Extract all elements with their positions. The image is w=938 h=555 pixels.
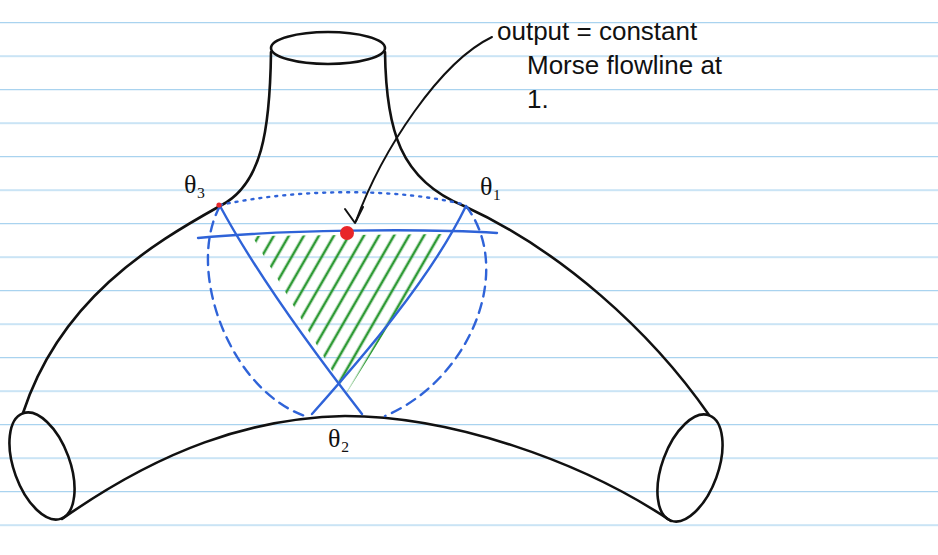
pants-outline [0, 32, 735, 530]
angle-label: θ₂ [328, 424, 350, 454]
point-marker [216, 202, 221, 207]
angle-label: θ₁ [480, 172, 502, 202]
angle-label: θ₃ [184, 170, 206, 200]
leader-arrow [345, 37, 492, 223]
output-dot [340, 226, 354, 240]
blue-curves [198, 192, 497, 416]
annotation-note: output = constant Morse flowline at 1. [497, 14, 737, 116]
